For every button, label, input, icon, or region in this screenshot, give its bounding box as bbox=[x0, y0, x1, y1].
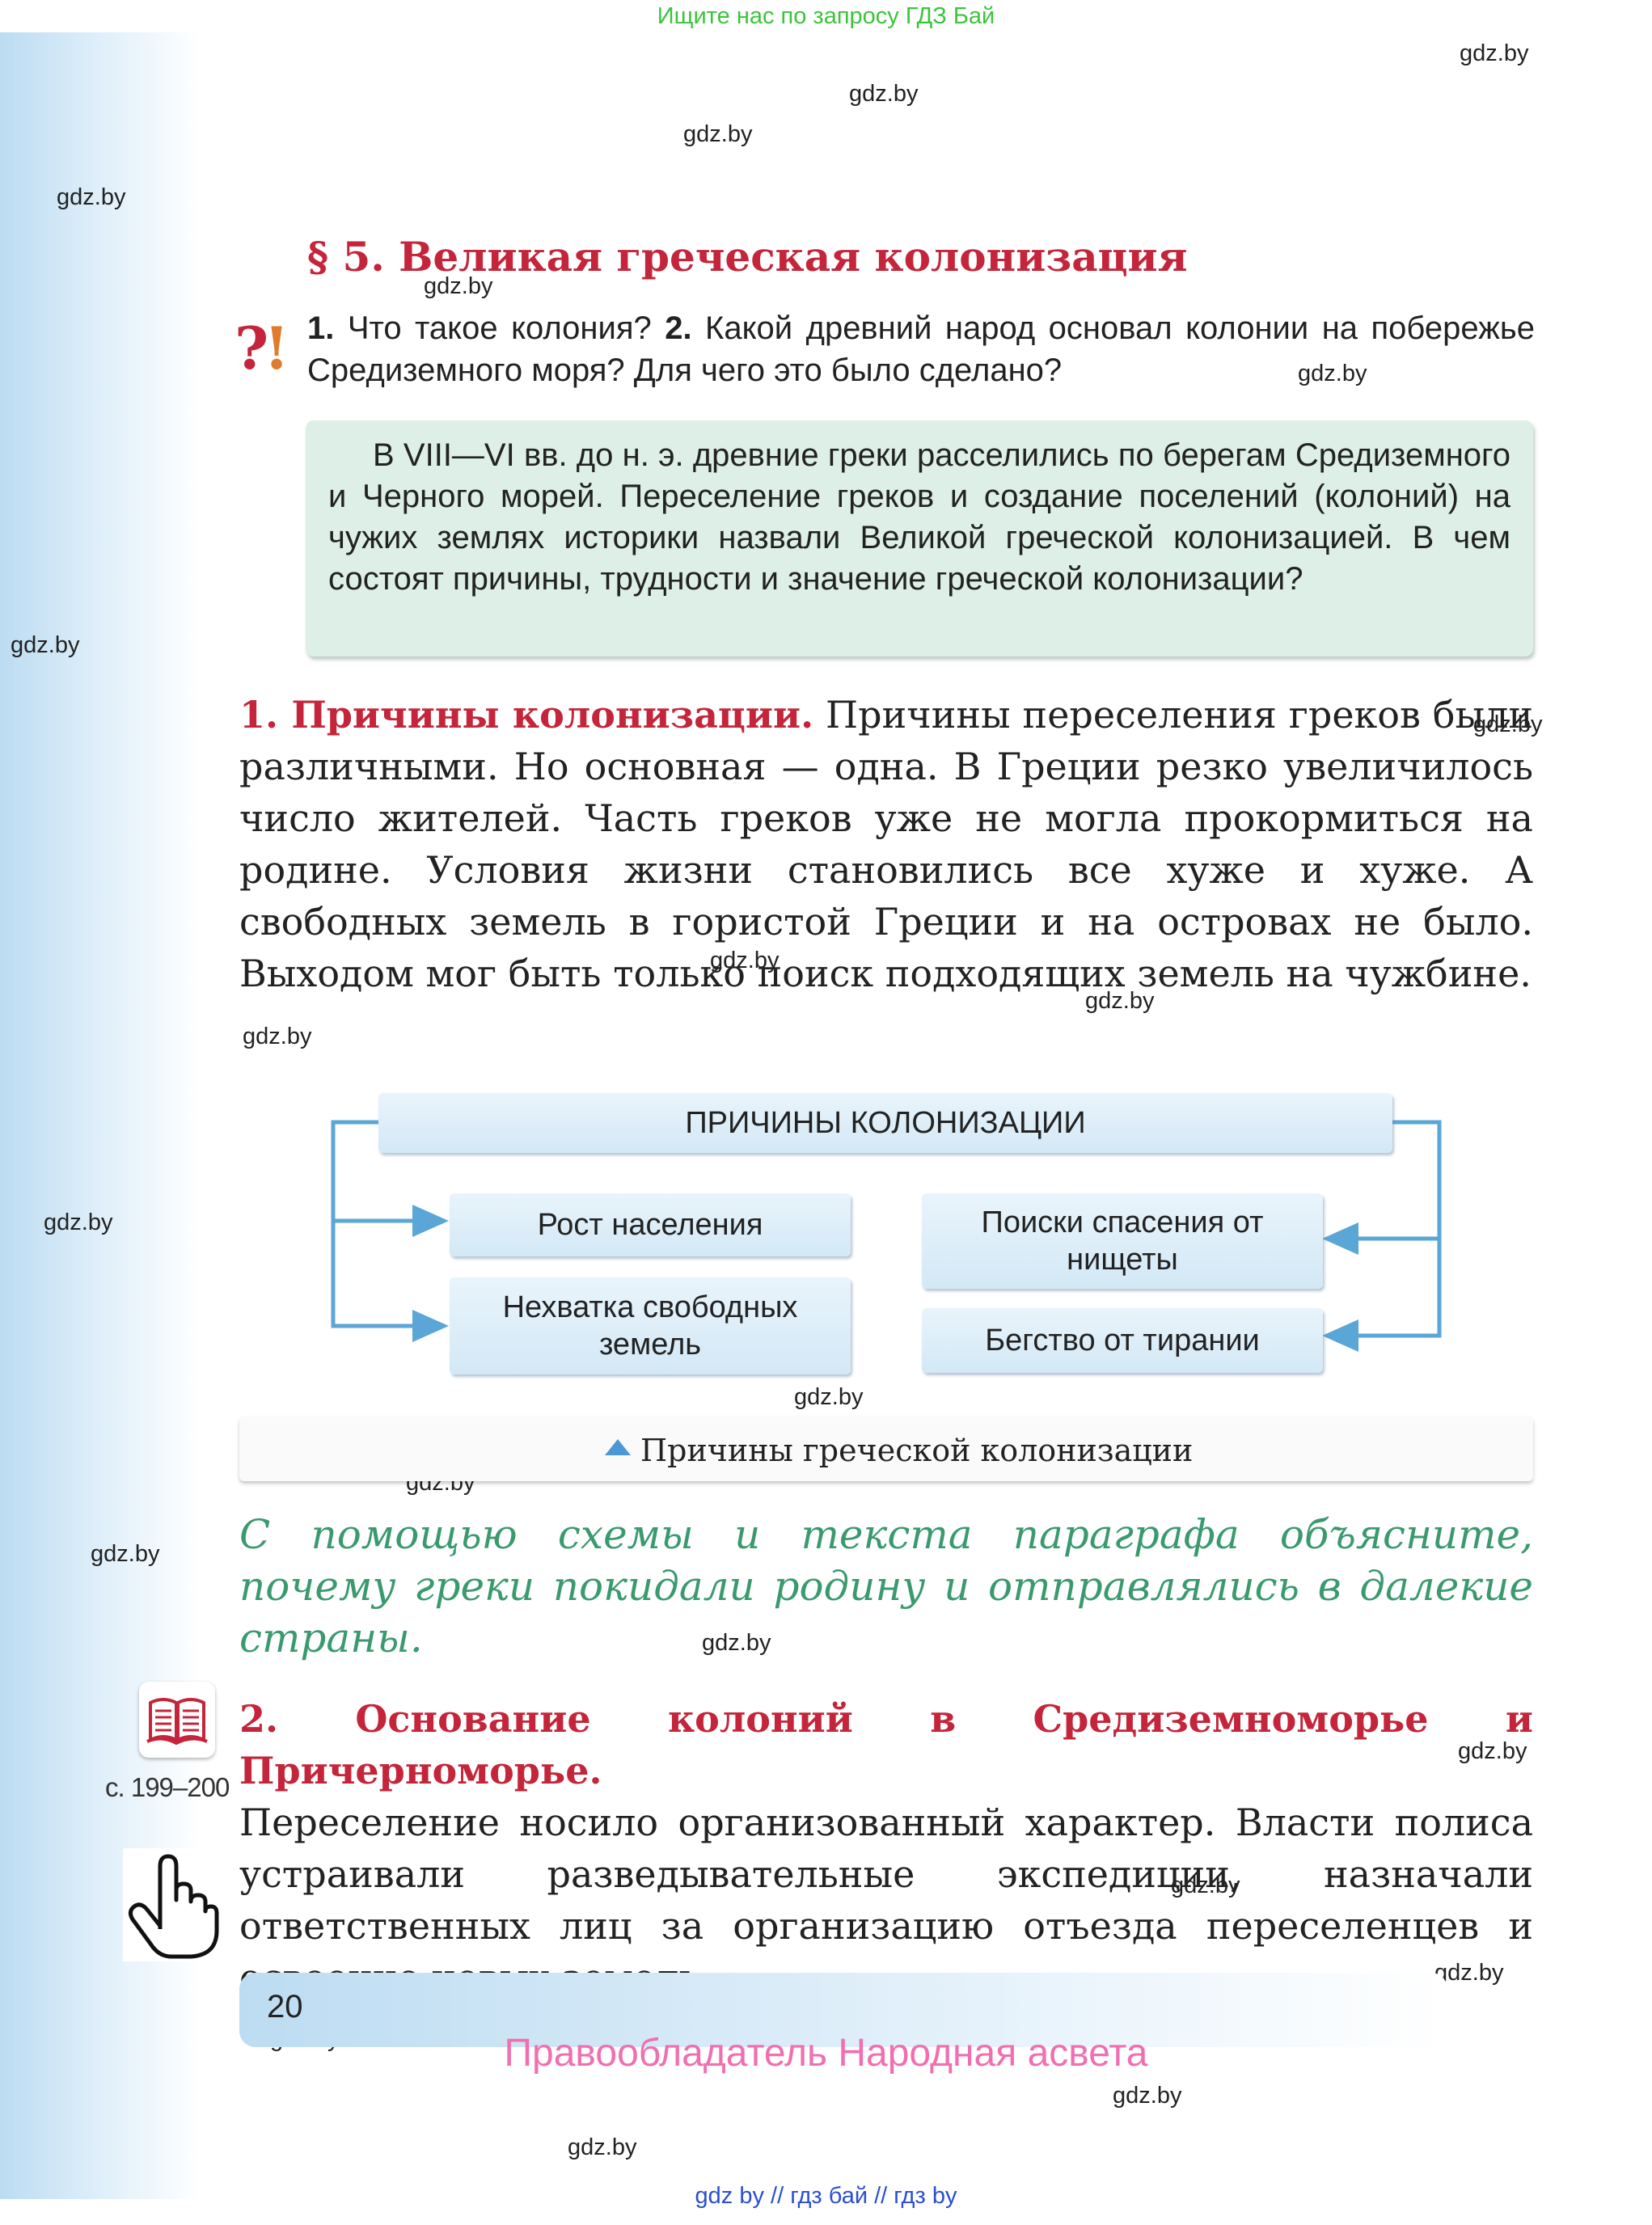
page-number: 20 bbox=[267, 1989, 303, 2024]
question-text: Какой древний народ основал колонии на п… bbox=[307, 310, 1535, 388]
left-margin-band bbox=[0, 32, 201, 2199]
watermark: gdz.by bbox=[1473, 711, 1543, 737]
intro-text: В VIII—VI вв. до н. э. древние греки рас… bbox=[328, 437, 1510, 597]
scheme-item-poverty: Поиски спасения от нищеты bbox=[922, 1193, 1323, 1289]
open-book-icon[interactable] bbox=[139, 1682, 215, 1758]
scheme-caption: Причины греческой колонизации bbox=[239, 1416, 1533, 1481]
watermark: gdz.by bbox=[849, 81, 919, 107]
bottom-links[interactable]: gdz by // гдз бай // гдз by bbox=[695, 2183, 957, 2209]
question-icon: ?! bbox=[234, 314, 289, 382]
copyright-note: Правообладатель Народная асвета bbox=[504, 2032, 1148, 2075]
watermark: gdz.by bbox=[1085, 988, 1155, 1014]
watermark: gdz.by bbox=[1460, 40, 1529, 66]
scheme-title: ПРИЧИНЫ КОЛОНИЗАЦИИ bbox=[378, 1093, 1392, 1153]
watermark: gdz.by bbox=[1113, 2083, 1182, 2109]
watermark: gdz.by bbox=[794, 1384, 864, 1410]
scheme-item-land: Нехватка свободных земель bbox=[450, 1277, 851, 1374]
pointing-hand-icon bbox=[123, 1848, 220, 1961]
watermark: gdz.by bbox=[1458, 1738, 1527, 1764]
task-text: С помощью схемы и текста параграфа объяс… bbox=[239, 1511, 1533, 1661]
watermark: gdz.by bbox=[57, 184, 126, 210]
watermark: gdz.by bbox=[683, 121, 753, 147]
question-text: Что такое колония? bbox=[334, 310, 665, 346]
section-2-text: Переселение носило организованный характ… bbox=[239, 1801, 1533, 1999]
section-1-text: Причины переселения греков были различны… bbox=[239, 693, 1533, 995]
watermark: gdz.by bbox=[1298, 361, 1367, 386]
watermark: gdz.by bbox=[44, 1210, 113, 1235]
page-reference: с. 199–200 bbox=[105, 1772, 230, 1802]
watermark: gdz.by bbox=[568, 2134, 637, 2160]
footer-band bbox=[239, 1973, 1447, 2047]
scheme-item-population: Рост населения bbox=[450, 1193, 851, 1256]
watermark: gdz.by bbox=[1434, 1960, 1504, 1986]
watermark: gdz.by bbox=[1171, 1872, 1240, 1898]
section-2: 2. Основание колоний в Средиземноморье и… bbox=[239, 1693, 1533, 2003]
intro-box: В VIII—VI вв. до н. э. древние греки рас… bbox=[306, 420, 1533, 657]
watermark: gdz.by bbox=[11, 632, 80, 658]
question-number: 1. bbox=[307, 310, 335, 346]
review-questions: 1. Что такое колония? 2. Какой древний н… bbox=[307, 307, 1535, 391]
section-1-heading: 1. Причины колонизации. bbox=[239, 693, 814, 737]
top-search-note: Ищите нас по запросу ГДЗ Бай bbox=[657, 3, 995, 29]
question-number: 2. bbox=[665, 310, 692, 346]
caption-triangle-icon bbox=[605, 1439, 631, 1455]
watermark: gdz.by bbox=[702, 1630, 771, 1656]
watermark: gdz.by bbox=[91, 1541, 160, 1567]
watermark: gdz.by bbox=[424, 273, 493, 299]
section-2-heading: 2. Основание колоний в Средиземноморье и… bbox=[239, 1697, 1533, 1792]
watermark: gdz.by bbox=[710, 948, 780, 973]
scheme-item-tyranny: Бегство от тирании bbox=[922, 1308, 1323, 1373]
section-1: 1. Причины колонизации. Причины переселе… bbox=[239, 689, 1533, 999]
page-title: § 5. Великая греческая колонизация bbox=[307, 233, 1188, 281]
caption-text: Причины греческой колонизации bbox=[640, 1433, 1194, 1468]
watermark: gdz.by bbox=[243, 1024, 312, 1049]
